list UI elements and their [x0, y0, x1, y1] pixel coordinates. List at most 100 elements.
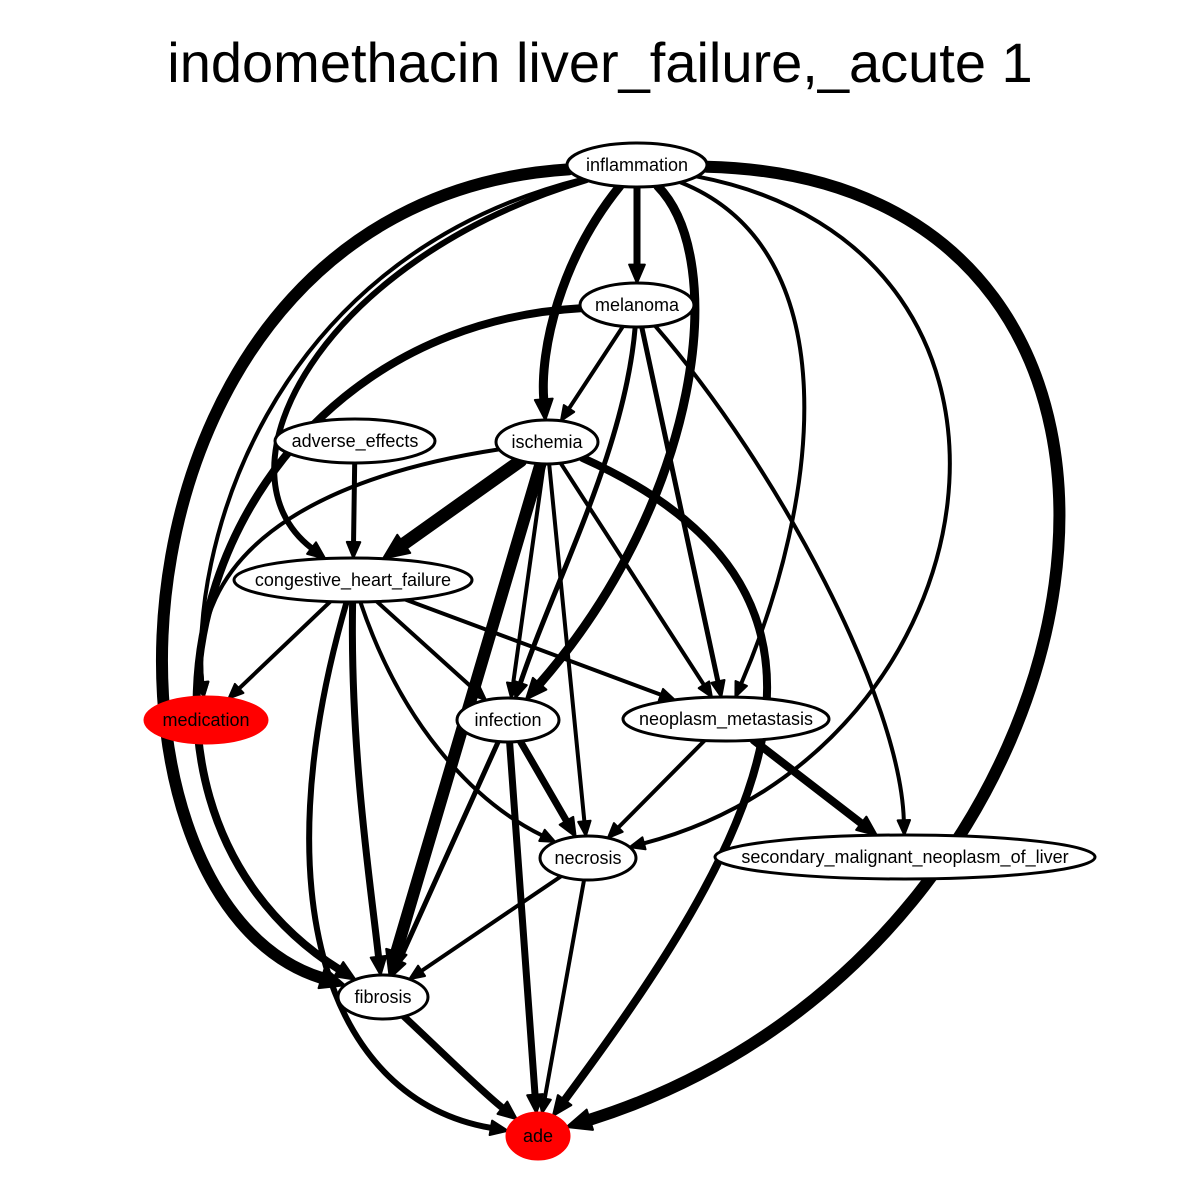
arrowhead-infection-to-fibrosis — [391, 957, 407, 977]
edge-ischemia-to-necrosis — [547, 461, 587, 824]
edge-melanoma-to-secondary_malignant_neoplasm_of_liver — [653, 323, 906, 823]
node-label-secondary_malignant_neoplasm_of_liver: secondary_malignant_neoplasm_of_liver — [741, 847, 1068, 868]
arrowhead-necrosis-to-fibrosis — [408, 964, 427, 981]
edge-neoplasm_metastasis-to-secondary_malignant_neoplasm_of_liver — [749, 736, 866, 828]
edge-ischemia-to-medication — [199, 447, 501, 685]
node-secondary_malignant_neoplasm_of_liver: secondary_malignant_neoplasm_of_liver — [713, 833, 1097, 881]
arrowhead-congestive_heart_failure-to-ade — [488, 1119, 509, 1137]
node-shape-necrosis — [538, 834, 638, 882]
node-label-necrosis: necrosis — [554, 848, 621, 868]
edge-necrosis-to-fibrosis — [419, 874, 564, 973]
node-label-melanoma: melanoma — [595, 295, 680, 315]
edge-ischemia-to-congestive_heart_failure — [397, 454, 528, 551]
edge-adverse_effects-to-congestive_heart_failure — [351, 460, 358, 545]
arrowhead-melanoma-to-fibrosis — [333, 961, 357, 981]
edge-inflammation-to-ischemia — [538, 181, 625, 404]
arrowhead-inflammation-to-ischemia — [533, 397, 554, 422]
edge-congestive_heart_failure-to-ade — [306, 598, 494, 1131]
node-shape-adverse_effects — [273, 417, 437, 465]
node-fibrosis: fibrosis — [336, 973, 430, 1021]
node-label-ade: ade — [523, 1126, 553, 1146]
edge-ischemia-to-infection — [511, 461, 546, 686]
node-shape-melanoma — [578, 281, 696, 329]
arrowhead-ischemia-to-congestive_heart_failure — [381, 533, 412, 560]
node-shape-congestive_heart_failure — [232, 556, 474, 604]
node-neoplasm_metastasis: neoplasm_metastasis — [621, 695, 831, 743]
graph-title: indomethacin liver_failure,_acute 1 — [167, 31, 1033, 94]
edge-congestive_heart_failure-to-medication — [237, 599, 333, 691]
arrowhead-inflammation-to-neoplasm_metastasis — [734, 680, 748, 699]
edge-melanoma-to-fibrosis — [192, 304, 585, 974]
node-congestive_heart_failure: congestive_heart_failure — [232, 556, 474, 604]
arrowhead-infection-to-necrosis — [558, 815, 577, 838]
arrowhead-neoplasm_metastasis-to-secondary_malignant_neoplasm_of_liver — [855, 815, 878, 837]
node-shape-ischemia — [494, 418, 600, 466]
node-label-neoplasm_metastasis: neoplasm_metastasis — [639, 709, 813, 730]
node-medication: medication — [143, 695, 269, 745]
node-inflammation: inflammation — [565, 141, 709, 189]
arrowhead-inflammation-to-infection — [524, 676, 548, 701]
arrowhead-ischemia-to-medication — [195, 680, 210, 699]
arrowhead-congestive_heart_failure-to-necrosis — [538, 828, 557, 843]
edge-melanoma-to-ischemia — [567, 324, 625, 411]
edge-neoplasm_metastasis-to-necrosis — [616, 738, 707, 830]
node-necrosis: necrosis — [538, 834, 638, 882]
edge-infection-to-necrosis — [516, 737, 570, 825]
node-shape-ade — [505, 1111, 571, 1161]
node-shape-secondary_malignant_neoplasm_of_liver — [713, 833, 1097, 881]
edge-ischemia-to-neoplasm_metastasis — [558, 461, 706, 687]
arrowhead-melanoma-to-ischemia — [559, 404, 576, 422]
arrowhead-inflammation-to-necrosis — [628, 836, 647, 851]
node-ade: ade — [505, 1111, 571, 1161]
node-shape-neoplasm_metastasis — [621, 695, 831, 743]
edge-infection-to-fibrosis — [396, 739, 501, 964]
edge-inflammation-to-neoplasm_metastasis — [678, 180, 807, 686]
edge-fibrosis-to-ade — [400, 1012, 506, 1112]
edge-congestive_heart_failure-to-infection — [374, 599, 478, 693]
arrowhead-fibrosis-to-ade — [496, 1100, 518, 1121]
arrowhead-melanoma-to-secondary_malignant_neoplasm_of_liver — [896, 819, 912, 837]
node-label-medication: medication — [162, 710, 249, 730]
node-shape-infection — [455, 696, 561, 744]
node-shape-medication — [143, 695, 269, 745]
arrowhead-inflammation-to-ade — [565, 1108, 595, 1131]
edges-layer — [156, 160, 1066, 1137]
node-label-ischemia: ischemia — [511, 432, 583, 452]
node-adverse_effects: adverse_effects — [273, 417, 437, 465]
arrowhead-necrosis-to-ade — [537, 1096, 552, 1115]
node-label-congestive_heart_failure: congestive_heart_failure — [255, 570, 451, 591]
arrowhead-ischemia-to-neoplasm_metastasis — [697, 680, 713, 699]
arrowhead-congestive_heart_failure-to-fibrosis — [369, 954, 388, 977]
edge-melanoma-to-infection — [517, 324, 638, 686]
node-infection: infection — [455, 696, 561, 744]
edge-infection-to-ade — [506, 738, 539, 1099]
arrowhead-ischemia-to-infection — [505, 681, 521, 700]
arrowhead-melanoma-to-neoplasm_metastasis — [710, 678, 726, 699]
node-label-inflammation: inflammation — [586, 155, 688, 175]
node-label-adverse_effects: adverse_effects — [292, 431, 419, 452]
edge-inflammation-to-congestive_heart_failure — [271, 177, 590, 552]
arrowhead-congestive_heart_failure-to-infection — [469, 684, 488, 702]
edge-melanoma-to-neoplasm_metastasis — [639, 324, 721, 684]
node-shape-fibrosis — [336, 973, 430, 1021]
arrowhead-inflammation-to-melanoma — [628, 263, 646, 284]
edge-congestive_heart_failure-to-neoplasm_metastasis — [403, 597, 663, 697]
node-melanoma: melanoma — [578, 281, 696, 329]
node-shape-inflammation — [565, 141, 709, 189]
arrowhead-inflammation-to-congestive_heart_failure — [306, 541, 327, 560]
edge-congestive_heart_failure-to-fibrosis — [348, 598, 383, 961]
edge-inflammation-to-ade — [583, 160, 1066, 1126]
node-ischemia: ischemia — [494, 418, 600, 466]
node-label-fibrosis: fibrosis — [354, 987, 411, 1007]
edge-inflammation-to-fibrosis — [156, 163, 575, 984]
edge-inflammation-to-necrosis — [641, 174, 952, 846]
node-label-infection: infection — [474, 710, 541, 730]
edge-necrosis-to-ade — [542, 877, 587, 1101]
arrowhead-ischemia-to-ade — [551, 1094, 573, 1117]
edge-inflammation-to-infection — [535, 181, 700, 689]
arrowhead-neoplasm_metastasis-to-necrosis — [606, 822, 624, 839]
nodes-layer: inflammation melanoma adverse_effects ische… — [143, 141, 1097, 1161]
arrowhead-ischemia-to-necrosis — [577, 819, 592, 838]
arrowhead-adverse_effects-to-congestive_heart_failure — [345, 540, 362, 560]
